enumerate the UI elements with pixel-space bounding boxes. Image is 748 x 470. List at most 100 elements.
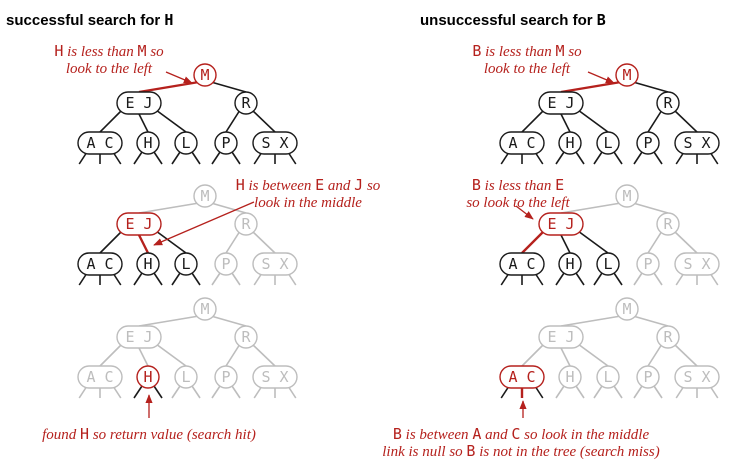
link-ej-l bbox=[577, 109, 609, 133]
node-key: S bbox=[683, 255, 692, 273]
node-key: M bbox=[200, 300, 209, 318]
annotation-key: E bbox=[555, 176, 564, 194]
node-shape bbox=[636, 365, 660, 389]
node-key: X bbox=[701, 255, 710, 273]
node-shape bbox=[615, 184, 639, 208]
link-m-r bbox=[210, 81, 247, 93]
node-key: J bbox=[143, 328, 152, 346]
node-m: M bbox=[193, 184, 217, 208]
node-key: C bbox=[526, 255, 535, 273]
miss-step-1-pointer bbox=[587, 71, 615, 84]
link-m-ej bbox=[138, 315, 200, 327]
node-shape bbox=[234, 325, 258, 349]
link-ej-l bbox=[577, 230, 609, 254]
node-shape bbox=[499, 131, 545, 155]
node-h: H bbox=[136, 365, 160, 389]
node-shape bbox=[674, 365, 720, 389]
annotation-key: M bbox=[138, 42, 147, 60]
node-key: J bbox=[565, 215, 574, 233]
node-p: P bbox=[636, 252, 660, 276]
node-l: L bbox=[174, 131, 198, 155]
null-link-p-right bbox=[653, 272, 663, 286]
link-ej-h bbox=[560, 113, 571, 133]
node-shape bbox=[193, 297, 217, 321]
null-link-h-left bbox=[555, 272, 565, 286]
node-r: R bbox=[656, 325, 680, 349]
node-key: J bbox=[143, 215, 152, 233]
node-key: R bbox=[241, 94, 251, 112]
node-key: S bbox=[683, 368, 692, 386]
link-ej-ac bbox=[99, 230, 123, 254]
link-m-r bbox=[632, 81, 669, 93]
node-shape bbox=[538, 325, 584, 349]
node-key: A bbox=[508, 368, 517, 386]
hit-heading-text: successful search for bbox=[6, 12, 164, 29]
annotation-text: so bbox=[147, 44, 165, 60]
node-shape bbox=[656, 212, 680, 236]
annotation-key: H bbox=[236, 176, 245, 194]
link-ej-ac bbox=[521, 109, 545, 133]
node-shape bbox=[558, 365, 582, 389]
node-key: L bbox=[603, 368, 612, 386]
node-key: M bbox=[622, 300, 631, 318]
null-link-h-right bbox=[153, 151, 163, 165]
node-key: C bbox=[104, 134, 113, 152]
link-ej-h bbox=[560, 234, 571, 254]
node-shape bbox=[596, 365, 620, 389]
annotation-key: M bbox=[556, 42, 565, 60]
node-shape bbox=[234, 212, 258, 236]
node-shape bbox=[656, 91, 680, 115]
null-link-p-left bbox=[211, 385, 221, 399]
hit-heading: successful search for H bbox=[6, 11, 173, 29]
null-link-p-left bbox=[633, 151, 643, 165]
node-p: P bbox=[636, 365, 660, 389]
link-ej-h bbox=[560, 347, 571, 367]
null-link-h-left bbox=[133, 151, 143, 165]
link-r-sx bbox=[673, 109, 698, 133]
annotation-key: H bbox=[80, 425, 89, 443]
node-m: M bbox=[615, 184, 639, 208]
node-m: M bbox=[193, 63, 217, 87]
link-m-r bbox=[210, 202, 247, 214]
annotation-text: look to the left bbox=[66, 61, 153, 77]
node-shape bbox=[538, 212, 584, 236]
node-shape bbox=[636, 252, 660, 276]
link-ej-l bbox=[577, 343, 609, 367]
link-ej-ac bbox=[99, 343, 123, 367]
null-link-l-right bbox=[613, 385, 623, 399]
node-key: A bbox=[508, 134, 517, 152]
annotation-text: found bbox=[42, 427, 80, 443]
hit-step-2-pointer bbox=[153, 201, 255, 246]
annotation-key: B bbox=[466, 442, 475, 460]
node-shape bbox=[499, 252, 545, 276]
link-m-r bbox=[210, 315, 247, 327]
node-shape bbox=[214, 252, 238, 276]
link-ej-l bbox=[155, 230, 187, 254]
node-key: R bbox=[663, 215, 673, 233]
link-ej-l bbox=[155, 109, 187, 133]
link-ej-h bbox=[137, 234, 150, 254]
node-shape bbox=[214, 365, 238, 389]
node-key: E bbox=[125, 328, 134, 346]
node-shape bbox=[252, 252, 298, 276]
node-key: P bbox=[221, 134, 230, 152]
null-link-l-left bbox=[593, 272, 603, 286]
link-r-p bbox=[225, 343, 241, 367]
node-shape bbox=[193, 63, 217, 87]
annotation-key: C bbox=[511, 425, 520, 443]
annotation-text: so look to the left bbox=[466, 195, 570, 211]
node-key: H bbox=[565, 134, 574, 152]
node-l: L bbox=[596, 365, 620, 389]
node-shape bbox=[558, 131, 582, 155]
null-link-l-right bbox=[191, 151, 201, 165]
node-l: L bbox=[174, 365, 198, 389]
